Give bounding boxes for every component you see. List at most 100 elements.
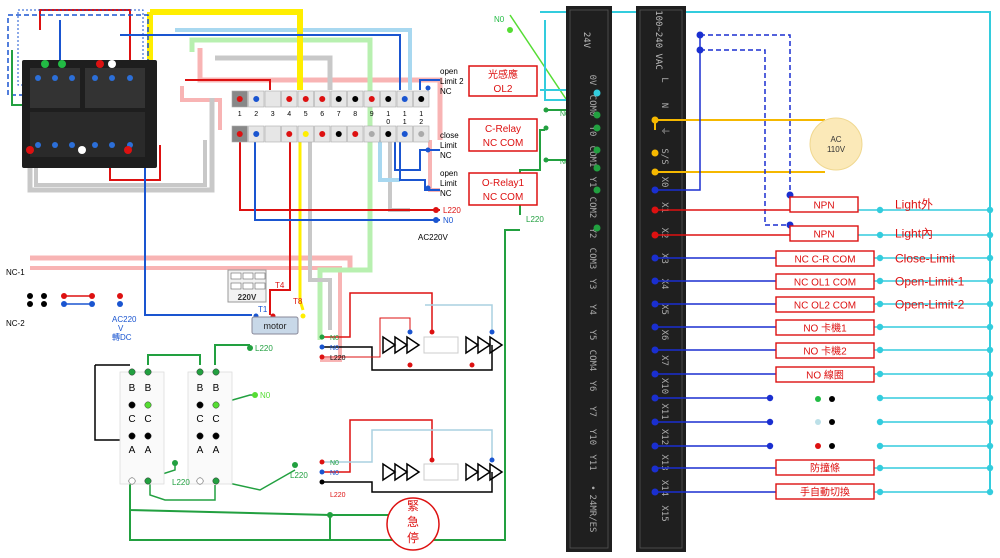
plc-right-terminal: X5 [659,304,669,315]
l220-b-label: L220 [172,478,190,487]
terminal-number-2: 2 [254,111,258,118]
plc-right-terminal: X11 [659,403,669,419]
n0-valve1b-label: N0 [330,345,339,352]
plc-right-terminal: X13 [659,454,669,470]
plc-right-terminal: X0 [659,177,669,188]
plc-right-terminals: 100~240 VACLN⏚S/SX0X1X2X3X4X5X6X7X10X11X… [651,10,670,522]
n0-valve2a-label: N0 [330,460,339,467]
terminal-bottom-3 [264,125,281,143]
open-limit-line2: Limit [440,179,458,188]
input-box-7 [775,342,875,359]
nc1-label: NC-1 [6,268,25,277]
plc-controller-block [22,60,157,168]
terminal-number-4: 4 [287,111,291,118]
input-box-label: NPN [813,201,834,212]
open-limit-line1: open [440,169,458,178]
input-box-8 [775,366,875,383]
relay-contact-b: B [129,383,136,394]
input-box-label: NO 卡機2 [803,345,847,358]
motor-box [251,316,299,335]
plc-right-terminal: ⏚ [659,126,670,135]
input-box-label: NO 線圈 [806,369,844,382]
input-box-4 [775,273,875,290]
relay-contact-c: C [144,414,151,425]
nc2-label: NC-2 [6,319,25,328]
plc-right-terminal: X4 [659,279,669,290]
ac-source: AC 110V [651,116,863,176]
open-limit-line3: NC [440,189,452,198]
terminal-side-labels: open Limit 2 NC close Limit NC open Limi… [418,67,464,242]
emergency-label-2: 急 [407,514,419,529]
emergency-stop: 緊 急 停 [386,497,440,551]
close-limit-line2: Limit [440,141,458,150]
plc-left-terminal: COM3 [587,248,597,270]
input-box-label: NO 卡機1 [803,322,847,335]
relay-box-ol2 [468,65,538,97]
relay-contact-a: A [213,445,220,456]
input-box-label: NC OL2 COM [794,301,856,312]
t4-label: T4 [275,281,285,290]
plc-left-terminal: Y4 [587,304,597,315]
valve-assembly-1: N0 N0 L220 [319,292,504,371]
power-module-220v: 220V [227,269,267,303]
n0-b-label: N0 [260,391,271,400]
ac-source-line2: 110V [827,145,846,154]
plc-left-block [566,6,612,552]
ac220-note-line1: AC220 [112,315,137,324]
terminal-top-3 [264,90,281,108]
terminal-number-11: 1 [403,111,407,118]
relay-contact-a: A [145,445,152,456]
plc-left-terminal: • [587,485,597,490]
terminal-number-10: 0 [386,119,390,126]
terminal-number-10: 1 [386,111,390,118]
relay-contact-c: C [196,414,203,425]
relay-contact-c: C [128,414,135,425]
plc-right-terminal: X12 [659,429,669,445]
terminal-number-6: 6 [320,111,324,118]
plc-left-terminal: Y1 [587,177,597,188]
t8-label: T8 [293,297,303,306]
open-limit2-line1: open [440,67,458,76]
relay-box-c-relay-line2: NC COM [483,138,524,149]
l220-label: L220 [443,206,461,215]
input-box-6 [775,319,875,336]
input-box-desc: Light內 [895,227,933,241]
spare-dots [815,396,835,449]
relay-contact-b: B [145,383,152,394]
relay-contact-c: C [212,414,219,425]
terminal-number-11: 1 [403,119,407,126]
plc-left-terminal: Y5 [587,330,597,341]
plc-left-terminal: Y7 [587,406,597,417]
plc-right-terminal: X14 [659,480,669,496]
plc-right-terminal: X7 [659,355,669,366]
input-box-label: 手自動切換 [800,486,850,499]
terminal-number-3: 3 [271,111,275,118]
plc-left-header: 24V [581,32,591,49]
wire-layer [7,9,991,541]
relay-box-o-relay1-line1: O-Relay1 [482,178,525,189]
n0-top-label: N0 [494,15,505,24]
plc-left-terminal: Y3 [587,279,597,290]
relay-2 [187,371,233,485]
l220-valve1-label: L220 [330,355,346,362]
relay-box-ol2-line1: 光感應 [488,68,518,81]
input-box-1 [789,196,859,213]
n0-label: N0 [443,216,454,225]
motor: T4 T8 T1 motor [251,281,306,335]
relay-box-ol2-line2: OL2 [494,84,513,95]
open-limit2-line3: NC [440,87,452,96]
plc-left-terminals: 24V0VCOM0Y0COM1Y1COM2Y2COM3Y3Y4Y5COM4Y6Y… [581,32,601,533]
plc-left-terminal: Y6 [587,381,597,392]
plc-left-terminal: 24MR/ES [587,495,597,533]
emergency-label-3: 停 [407,530,419,545]
input-box-desc: Close-Limit [895,252,956,266]
input-box-desc: Open-Limit-1 [895,275,965,289]
plc-right-terminal: S/S [659,148,669,164]
plc-left-terminal: COM2 [587,197,597,219]
v220-label: 220V [238,293,257,302]
relay-boxes: N0 光感應 OL2 C-Relay NC COM O-Relay1 NC CO… [468,15,569,224]
l220-c-label: L220 [290,471,308,480]
plc-right-terminal: X6 [659,330,669,341]
